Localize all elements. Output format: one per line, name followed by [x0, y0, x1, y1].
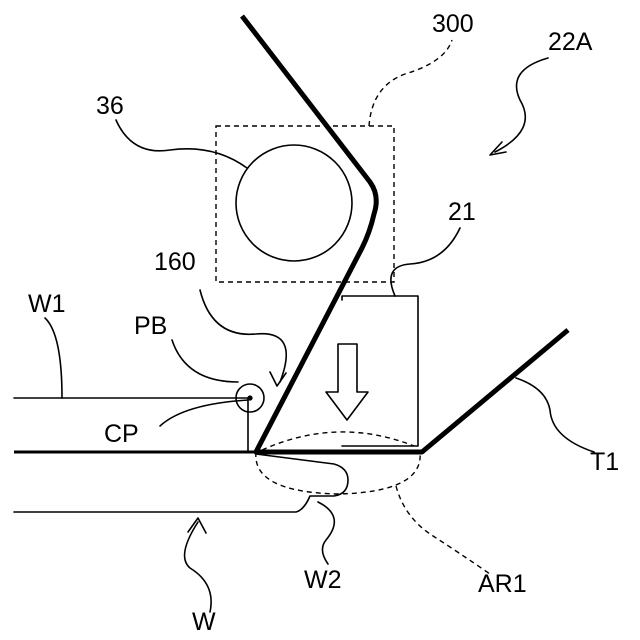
leader-w: [185, 522, 212, 612]
label-21: 21: [448, 198, 476, 226]
leader-160: [200, 290, 286, 382]
label-w: W: [192, 608, 216, 636]
leader-36: [116, 120, 247, 168]
area-ar1-upper-arc: [262, 432, 414, 450]
down-arrow-icon: [326, 344, 368, 420]
label-cp: CP: [104, 420, 139, 448]
label-ar1: AR1: [478, 570, 527, 598]
leader-21: [391, 228, 460, 296]
leader-t1: [516, 378, 594, 452]
tape-t1: [242, 16, 568, 452]
wafer-w2: [14, 454, 348, 512]
leader-cp: [160, 400, 248, 426]
roller-36: [236, 145, 352, 261]
region-300-dashed-box: [216, 126, 394, 282]
leader-22a: [495, 58, 548, 152]
leader-w2: [318, 502, 334, 564]
leader-pb: [172, 340, 238, 382]
label-300: 300: [432, 10, 474, 38]
label-pb: PB: [134, 312, 167, 340]
label-36: 36: [96, 92, 124, 120]
area-ar1-lower-ellipse: [256, 452, 420, 494]
leader-w1: [45, 318, 62, 398]
label-t1: T1: [590, 448, 619, 476]
leader-22a-arrowhead: [490, 142, 506, 155]
label-w2: W2: [304, 566, 342, 594]
label-w1: W1: [28, 290, 66, 318]
leader-300: [369, 40, 452, 126]
press-block-21: [342, 296, 418, 446]
label-160: 160: [154, 248, 196, 276]
label-22a: 22A: [548, 28, 593, 56]
leader-ar1: [396, 486, 490, 574]
leader-w-arrowhead: [188, 518, 206, 533]
